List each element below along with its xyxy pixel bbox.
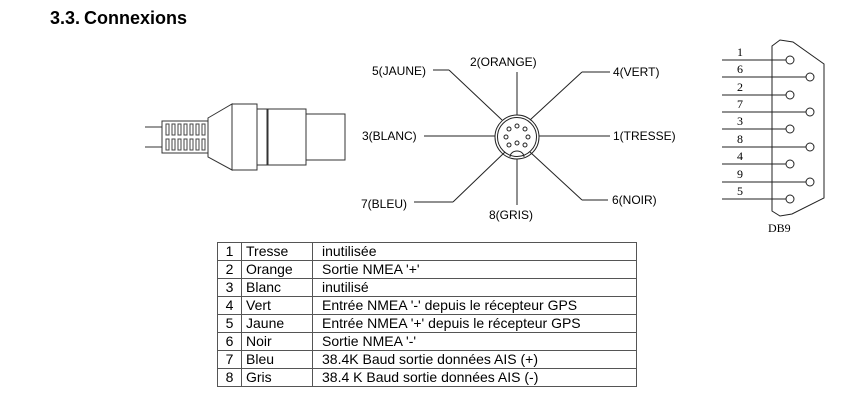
function-cell: Sortie NMEA '+' — [312, 260, 637, 279]
db9-pin-number: 6 — [737, 62, 743, 76]
section-title: Connexions — [84, 8, 188, 28]
function-cell: Entrée NMEA '+' depuis le récepteur GPS — [312, 314, 637, 333]
wire-color-cell: Tresse — [241, 242, 313, 261]
pin-number-cell: 2 — [217, 260, 242, 279]
db9-connector-diagram — [722, 39, 825, 217]
pin-number-cell: 1 — [217, 242, 242, 261]
wire-color-cell: Noir — [241, 332, 313, 351]
function-cell: inutilisé — [312, 278, 637, 297]
pin-number-cell: 7 — [217, 350, 242, 369]
db9-pin-lines — [722, 55, 815, 204]
connector-plug-illustration — [145, 103, 346, 171]
db9-pin-number: 2 — [737, 80, 743, 94]
function-cell: inutilisée — [312, 242, 637, 261]
din-label-pin6: 6(NOIR) — [612, 193, 657, 207]
db9-pin-number: 1 — [737, 45, 743, 59]
pin-number-cell: 4 — [217, 296, 242, 315]
pin-number-cell: 8 — [217, 368, 242, 387]
din-label-pin3: 3(BLANC) — [362, 129, 417, 143]
db9-pin-number: 9 — [737, 167, 743, 181]
din-label-pin7: 7(BLEU) — [361, 197, 407, 211]
din-label-pin8: 8(GRIS) — [489, 208, 533, 222]
pin-number-cell: 3 — [217, 278, 242, 297]
pin-number-cell: 6 — [217, 332, 242, 351]
wire-color-cell: Orange — [241, 260, 313, 279]
db9-label: DB9 — [768, 221, 791, 235]
db9-pin-number: 3 — [737, 114, 743, 128]
db9-pin-number: 8 — [737, 132, 743, 146]
wire-color-cell: Bleu — [241, 350, 313, 369]
function-cell: 38.4 K Baud sortie données AIS (-) — [312, 368, 637, 387]
wire-color-cell: Blanc — [241, 278, 313, 297]
wire-color-cell: Jaune — [241, 314, 313, 333]
din8-pinout-diagram — [414, 69, 610, 205]
wire-color-cell: Gris — [241, 368, 313, 387]
db9-pin-number: 7 — [737, 97, 743, 111]
function-cell: Entrée NMEA '-' depuis le récepteur GPS — [312, 296, 637, 315]
din-label-pin2: 2(ORANGE) — [470, 55, 537, 69]
function-cell: Sortie NMEA '-' — [312, 332, 637, 351]
function-cell: 38.4K Baud sortie données AIS (+) — [312, 350, 637, 369]
section-heading: 3.3.Connexions — [50, 8, 187, 29]
wire-color-cell: Vert — [241, 296, 313, 315]
section-number: 3.3. — [50, 8, 81, 28]
din-label-pin5: 5(JAUNE) — [372, 64, 426, 78]
db9-pin-number: 4 — [737, 149, 743, 163]
pin-number-cell: 5 — [217, 314, 242, 333]
db9-pin-number: 5 — [737, 184, 743, 198]
din-label-pin4: 4(VERT) — [613, 65, 659, 79]
din-label-pin1: 1(TRESSE) — [613, 129, 676, 143]
